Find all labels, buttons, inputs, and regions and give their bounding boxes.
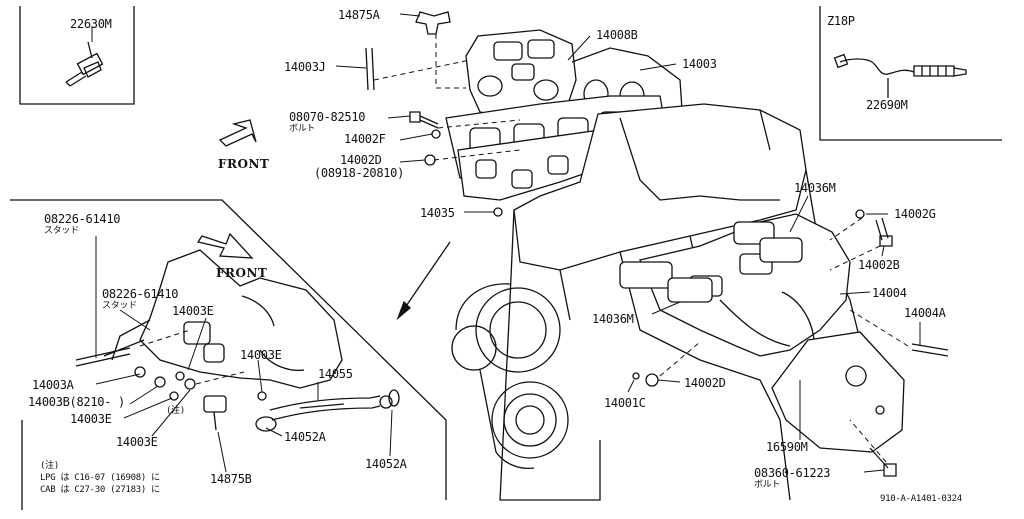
oxygen-sensor-22690m (835, 55, 966, 76)
label-14004: 14004 (872, 286, 907, 300)
label-14052a-b: 14052A (365, 457, 407, 471)
nut-14002d-bottom (646, 374, 658, 386)
label-14003e-b: 14003E (240, 348, 282, 362)
label-14003e-c: 14003E (70, 412, 112, 426)
assembly-arrow (402, 242, 450, 312)
front-label-top: FRONT (218, 157, 270, 171)
gasket-14036m (620, 222, 802, 302)
washer-14002f (432, 130, 440, 138)
variant-label-z18p: Z18P (827, 14, 855, 28)
label-14008b: 14008B (596, 28, 638, 42)
label-14002d-bottom: 14002D (684, 376, 726, 390)
wing-nut-14875a (416, 12, 450, 34)
bolt-14002b (876, 218, 892, 246)
label-08070-sub: ボルト (289, 124, 316, 134)
stud-14004a (912, 344, 948, 356)
front-arrow-lower (198, 234, 252, 258)
label-14875a: 14875A (338, 8, 380, 22)
fitting-14875b (204, 396, 226, 430)
label-14036m-top: 14036M (794, 181, 836, 195)
washer-14035 (494, 208, 502, 216)
pipe-14055 (270, 396, 392, 420)
label-22630m: 22630M (70, 17, 112, 31)
note-line-2: CAB は C27-30 (27183) に (40, 485, 160, 495)
engine-block (500, 104, 860, 500)
label-14055: 14055 (318, 367, 353, 381)
label-14003e-d: 14003E (116, 435, 158, 449)
label-note-mark: (注) (166, 406, 185, 416)
inset-frame-lower (10, 200, 446, 500)
washer-14001c (633, 373, 639, 379)
clamp-14052a-b (389, 390, 399, 406)
note-head: (注) (40, 461, 59, 471)
reference-code: 910-A-A1401-0324 (880, 494, 962, 504)
label-14035: 14035 (420, 206, 455, 220)
label-14002f: 14002F (344, 132, 386, 146)
label-14003: 14003 (682, 57, 717, 71)
heat-shield-16590m (772, 332, 904, 452)
label-14875b: 14875B (210, 472, 252, 486)
nut-14003a (135, 367, 145, 377)
label-14001c: 14001C (604, 396, 646, 410)
label-14003a: 14003A (32, 378, 74, 392)
label-08918-20810: (08918-20810) (314, 166, 405, 180)
label-14002d-top: 14002D (340, 153, 382, 167)
label-14004a: 14004A (904, 306, 946, 320)
sensor-22630m (66, 42, 103, 86)
label-08226-a-sub: スタッド (44, 226, 79, 236)
label-14003j: 14003J (284, 60, 326, 74)
stud-14003j (366, 48, 374, 90)
washer-14003b (155, 377, 165, 387)
label-14052a-a: 14052A (284, 430, 326, 444)
label-08226-b-sub: スタッド (102, 301, 137, 311)
label-22690m: 22690M (866, 98, 908, 112)
note-line-1: LPG は C16-07 (16908) に (40, 473, 160, 483)
label-08360-61223: 08360-61223 (754, 466, 831, 480)
label-08226-61410-b: 08226-61410 (102, 287, 179, 301)
label-08070-82510: 08070-82510 (289, 110, 366, 124)
nut-14002d-top (425, 155, 435, 165)
label-08226-61410-a: 08226-61410 (44, 212, 121, 226)
label-16590m: 16590M (766, 440, 808, 454)
label-08360-sub: ボルト (754, 480, 781, 490)
front-label-lower: FRONT (216, 266, 268, 280)
label-14003b: 14003B(8210- ) (28, 395, 125, 409)
label-14036m-bottom: 14036M (592, 312, 634, 326)
lower-manifold-assembly (112, 250, 342, 388)
inset-frame-left (20, 6, 134, 104)
bolt-08360 (870, 448, 896, 476)
front-arrow-top (220, 120, 256, 146)
inset-frame-right (820, 6, 1002, 140)
label-14003e-a: 14003E (172, 304, 214, 318)
pulley-assembly (452, 284, 568, 469)
label-14002b: 14002B (858, 258, 900, 272)
clamp-14052a-a (256, 417, 276, 431)
bolt-08070 (410, 112, 438, 128)
label-14002g: 14002G (894, 207, 936, 221)
